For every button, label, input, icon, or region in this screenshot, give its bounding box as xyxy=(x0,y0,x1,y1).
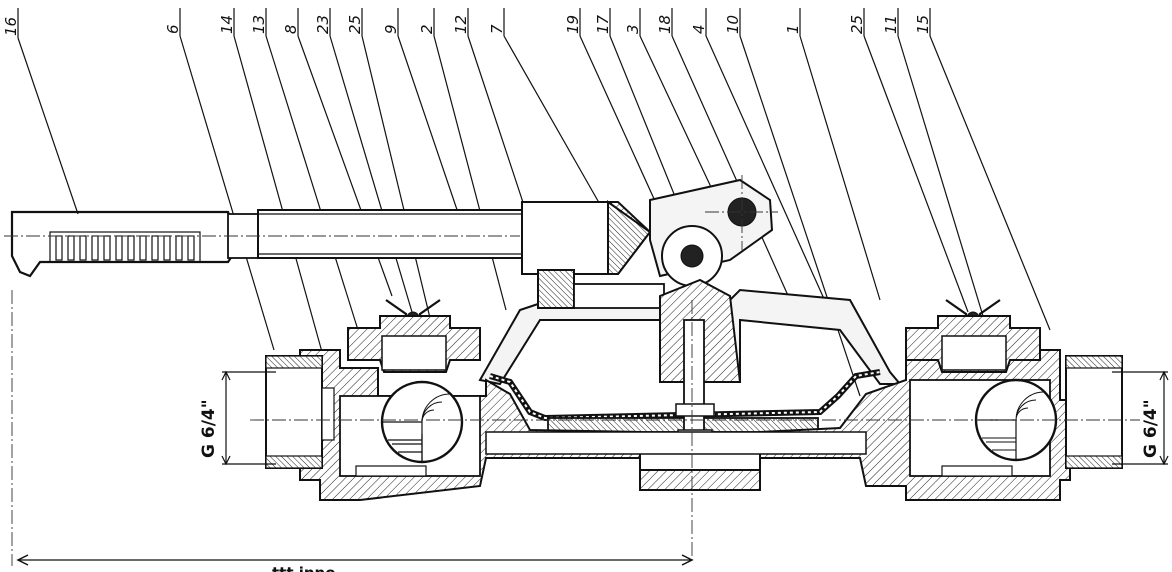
svg-text:14: 14 xyxy=(218,15,236,34)
svg-text:4: 4 xyxy=(690,24,708,34)
svg-text:3: 3 xyxy=(624,24,642,34)
dimension-bottom: ttt inno xyxy=(16,554,694,572)
dimension-port-left: G 6/4" xyxy=(199,370,276,466)
valve-cap-right xyxy=(905,315,1041,373)
svg-text:G 6/4": G 6/4" xyxy=(1141,399,1161,458)
svg-text:12: 12 xyxy=(452,15,470,34)
svg-text:19: 19 xyxy=(564,15,582,34)
grip-ridge xyxy=(67,235,75,261)
svg-text:18: 18 xyxy=(656,15,674,34)
grip-ridge xyxy=(175,235,183,261)
centre-lines xyxy=(4,235,1140,566)
label-10: 10 xyxy=(724,8,861,397)
label-23: 23 xyxy=(314,8,413,313)
lever-handle xyxy=(10,200,652,278)
part-labels: 16 6 14 13 8 23 25 xyxy=(2,8,1051,397)
seal-block xyxy=(537,269,575,309)
label-1: 1 xyxy=(784,8,881,301)
svg-text:ttt inno: ttt inno xyxy=(272,564,336,572)
port-right xyxy=(1065,355,1123,469)
svg-text:11: 11 xyxy=(882,15,900,34)
svg-text:25: 25 xyxy=(848,15,866,34)
label-18: 18 xyxy=(656,8,791,301)
label-25-right: 25 xyxy=(848,8,969,313)
grip-ridge xyxy=(139,235,147,261)
dimension-port-right: G 6/4" xyxy=(1112,370,1169,466)
label-14: 14 xyxy=(218,8,323,353)
valve-cap-left xyxy=(347,315,481,373)
grip-ridge xyxy=(55,235,63,261)
label-25-left: 25 xyxy=(346,8,431,319)
grip-ridge xyxy=(91,235,99,261)
svg-text:2: 2 xyxy=(418,24,436,34)
svg-text:8: 8 xyxy=(282,24,300,34)
label-13: 13 xyxy=(250,8,359,331)
grip-ridge xyxy=(151,235,159,261)
svg-text:G 6/4": G 6/4" xyxy=(199,399,219,458)
svg-text:25: 25 xyxy=(346,15,364,34)
svg-text:10: 10 xyxy=(724,15,742,34)
svg-text:13: 13 xyxy=(250,15,268,34)
pivot-pin-lower xyxy=(680,244,704,268)
grip-ridge xyxy=(187,235,195,261)
svg-text:17: 17 xyxy=(594,14,612,34)
grip-ridge xyxy=(127,235,135,261)
svg-text:23: 23 xyxy=(314,15,332,34)
label-7: 7 xyxy=(488,8,611,223)
label-16: 16 xyxy=(2,8,79,215)
svg-text:1: 1 xyxy=(784,24,802,34)
label-6: 6 xyxy=(164,8,275,351)
grip-ridge xyxy=(115,235,123,261)
grip-ridge xyxy=(79,235,87,261)
label-15: 15 xyxy=(914,8,1051,331)
ball-valve-left xyxy=(355,380,464,477)
label-2: 2 xyxy=(418,8,507,311)
linkage-arm xyxy=(649,175,778,287)
grip-ridge xyxy=(163,235,171,261)
grip-ridge xyxy=(103,235,111,261)
svg-text:9: 9 xyxy=(382,24,400,34)
svg-text:15: 15 xyxy=(914,15,932,34)
label-4: 4 xyxy=(690,8,839,331)
port-left xyxy=(265,355,335,469)
handle-grip xyxy=(49,231,201,263)
svg-text:16: 16 xyxy=(2,17,20,36)
svg-text:6: 6 xyxy=(164,24,182,34)
svg-text:7: 7 xyxy=(488,24,506,34)
